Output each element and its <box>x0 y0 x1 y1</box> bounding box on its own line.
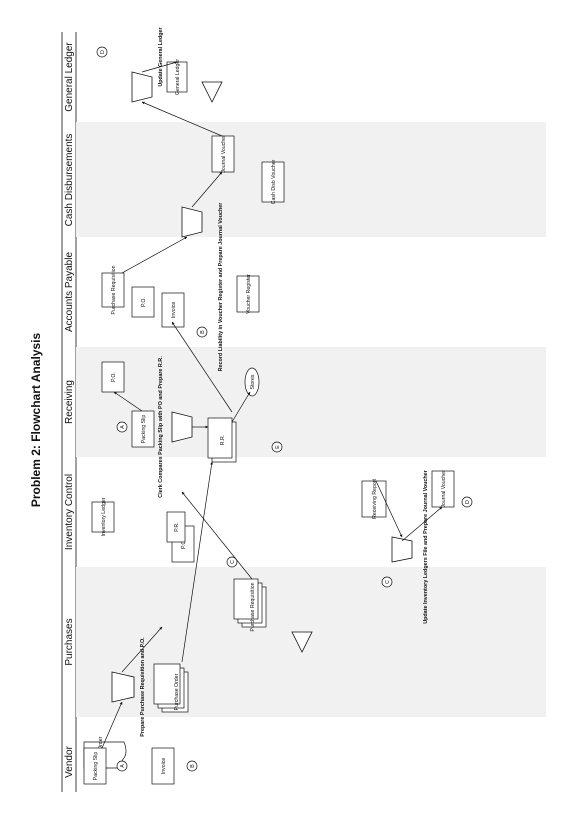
doc-journal-voucher-inventory: Journal Voucher <box>431 470 455 508</box>
connector-d-inventory <box>461 496 473 508</box>
svg-text:General Ledger: General Ledger <box>175 59 181 95</box>
lane-shade-purchases <box>76 567 546 717</box>
svg-text:P.O.: P.O. <box>181 539 187 549</box>
connector-b-vendor <box>186 760 198 772</box>
svg-text:Stores: Stores <box>250 374 256 389</box>
note-update-gl: Update General Ledger <box>158 26 164 86</box>
doc-receiving-report-inventory: Receiving Report <box>361 479 387 519</box>
svg-text:Purchase Order: Purchase Order <box>174 673 180 710</box>
svg-text:R.R.: R.R. <box>220 435 226 445</box>
svg-text:D: D <box>465 500 471 504</box>
note-prepare-pr-po: Prepare Purchase Requisition and P.O. <box>140 637 146 737</box>
lane-cash-disbursements: Cash Disbursements <box>64 134 75 227</box>
lane-accounts-payable: Accounts Payable <box>64 252 75 332</box>
file-triangle-purchases <box>291 631 313 653</box>
doc-rr-stack: R.R. <box>207 417 237 463</box>
connector-a-receiving <box>116 421 128 433</box>
doc-purchase-requisition-stack: Purchase Requisition <box>233 578 267 632</box>
svg-text:Voucher Register: Voucher Register <box>246 274 252 314</box>
doc-invoice-vendor: Invoice <box>151 747 175 785</box>
manual-op-prepare-pr-po <box>111 671 135 703</box>
lane-vendor: Vendor <box>64 745 75 777</box>
doc-cash-disb-voucher: Cash Disb Voucher <box>261 160 285 205</box>
manual-op-cash-disbursements <box>181 206 203 238</box>
manual-op-update-inventory <box>391 536 413 563</box>
note-update-inventory: Update Inventory Ledgers File and Prepar… <box>423 469 429 623</box>
lane-shade-receiving <box>76 347 546 457</box>
connector-c-inventory-top <box>226 556 238 568</box>
doc-voucher-register: Voucher Register <box>236 274 260 314</box>
svg-text:P.R.: P.R. <box>174 522 180 531</box>
note-record-liability: Record Liability in Voucher Register and… <box>218 202 224 372</box>
svg-text:B: B <box>200 330 206 334</box>
svg-text:Packing Slip: Packing Slip <box>141 415 147 444</box>
doc-purchase-order-stack: Purchase Order <box>153 663 189 713</box>
svg-text:C: C <box>385 580 391 584</box>
doc-packing-slip-receiving: Packing Slip <box>131 410 155 448</box>
terminal-stores <box>244 367 260 397</box>
lane-shade-cash <box>76 122 546 237</box>
note-clerk-compares: Clerk Compares Packing Slip with PO and … <box>158 356 164 498</box>
svg-text:Packing Slip: Packing Slip <box>93 752 99 781</box>
doc-journal-voucher-cash: Journal Voucher <box>211 135 235 173</box>
connector-d-gl <box>96 46 108 58</box>
manual-op-update-gl <box>131 71 153 103</box>
doc-po-receiving: P.O. <box>101 361 125 393</box>
svg-text:P.O.: P.O. <box>141 297 147 307</box>
svg-text:Invoice: Invoice <box>161 758 167 775</box>
doc-purchase-requisition-ap: Purchase Requisition <box>101 265 125 315</box>
lane-general-ledger: General Ledger <box>64 42 75 112</box>
svg-text:B: B <box>190 764 196 768</box>
svg-text:Journal Voucher: Journal Voucher <box>221 135 227 173</box>
svg-text:P.O.: P.O. <box>111 372 117 382</box>
flow-lines <box>101 61 443 749</box>
svg-text:E: E <box>275 445 281 449</box>
svg-text:Inventory Ledger: Inventory Ledger <box>101 497 107 536</box>
doc-po-ap: P.O. <box>131 286 155 318</box>
svg-text:D: D <box>100 50 106 54</box>
svg-text:A: A <box>120 764 126 768</box>
svg-text:C: C <box>230 560 236 564</box>
connector-b-ap <box>196 326 208 338</box>
svg-text:Purchase Requisition: Purchase Requisition <box>250 582 256 631</box>
lane-inventory-control: Inventory Control <box>64 474 75 550</box>
connector-c-inventory-bottom <box>381 576 393 588</box>
lane-purchases: Purchases <box>64 618 75 665</box>
file-triangle-gl <box>201 81 223 103</box>
doc-packing-slip-vendor: Packing Slip <box>83 747 107 785</box>
doc-pr-po-inventory: P.O. P.R. <box>166 511 195 563</box>
connector-a-vendor <box>116 760 128 772</box>
svg-text:Journal Voucher: Journal Voucher <box>441 470 447 508</box>
page-title: Problem 2: Flowchart Analysis <box>29 333 43 508</box>
lane-receiving: Receiving <box>64 380 75 424</box>
svg-text:Purchase Requisition: Purchase Requisition <box>111 265 117 314</box>
svg-text:Cash Disb Voucher: Cash Disb Voucher <box>271 160 277 205</box>
manual-op-clerk-compares <box>171 411 193 443</box>
doc-invoice-ap: Invoice <box>161 292 185 328</box>
svg-text:Receiving Report: Receiving Report <box>372 479 378 519</box>
svg-text:Invoice: Invoice <box>171 302 177 319</box>
doc-inventory-ledger: Inventory Ledger <box>91 497 115 536</box>
svg-text:A: A <box>120 425 126 429</box>
connector-e-receiving <box>271 441 283 453</box>
